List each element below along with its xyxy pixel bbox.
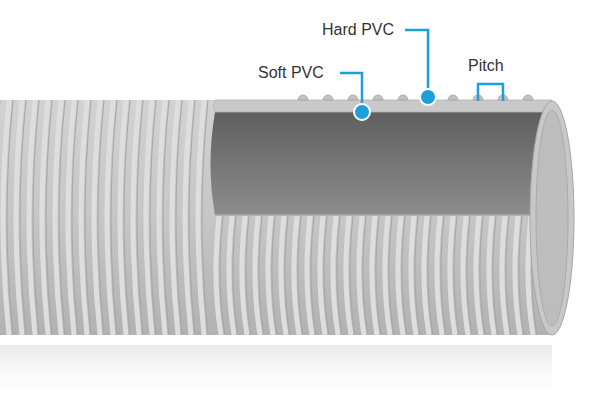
rib-shadow	[189, 100, 195, 335]
rib-shadow	[272, 216, 277, 335]
rib-shadow	[202, 100, 208, 335]
rib	[16, 100, 22, 335]
rib	[55, 100, 61, 335]
part-label: Pitch	[468, 56, 504, 76]
rib-section	[348, 95, 358, 100]
leader-line	[405, 30, 428, 90]
hose-body	[0, 100, 552, 335]
rib-shadow	[285, 216, 290, 335]
hose-reflection	[0, 345, 552, 405]
rib-shadow	[176, 100, 182, 335]
part-label: Hard PVC	[322, 20, 394, 40]
hose-end-face	[536, 110, 568, 326]
rib	[3, 100, 9, 335]
rib-sections	[298, 95, 533, 100]
rib	[159, 100, 165, 335]
rib-section	[298, 95, 308, 100]
hose-end-rim	[530, 101, 574, 335]
rib	[172, 100, 178, 335]
part-label: Soft PVC	[258, 63, 324, 83]
rib-section	[448, 95, 458, 100]
rib	[185, 100, 191, 335]
rib-shadow	[33, 100, 39, 335]
rib-shadow	[480, 216, 485, 335]
rib-shadow	[59, 100, 65, 335]
cut-edge	[215, 214, 552, 216]
rib	[42, 100, 48, 335]
rib-shadow	[389, 216, 394, 335]
rib-shadow	[124, 100, 130, 335]
rib	[107, 100, 113, 335]
rib	[120, 100, 126, 335]
leader-lines	[340, 30, 503, 104]
rib-shadow	[402, 216, 407, 335]
rib-shadow	[259, 216, 264, 335]
marker-dot	[354, 104, 370, 120]
rib-shadow	[441, 216, 446, 335]
rib-shadow	[111, 100, 117, 335]
rib-shadow	[415, 216, 420, 335]
rib-shadow	[493, 216, 498, 335]
rib	[81, 100, 87, 335]
leader-line	[340, 73, 362, 104]
rib-shadow	[363, 216, 368, 335]
rib-shadow	[150, 100, 156, 335]
rib-shadow	[163, 100, 169, 335]
lower-ribs	[216, 216, 537, 335]
rib-shadow	[246, 216, 251, 335]
rib-shadow	[72, 100, 78, 335]
rib	[68, 100, 74, 335]
rib-shadow	[454, 216, 459, 335]
rib-shadow	[137, 100, 143, 335]
rib-shadow	[350, 216, 355, 335]
rib-shadow	[98, 100, 104, 335]
rib-shadow	[20, 100, 26, 335]
pitch-bracket	[478, 84, 503, 101]
rib-shadow	[298, 216, 303, 335]
rib	[146, 100, 152, 335]
rib-shadow	[428, 216, 433, 335]
rib	[94, 100, 100, 335]
rib-shadow	[324, 216, 329, 335]
rib-shadow	[467, 216, 472, 335]
rib-section	[523, 95, 533, 100]
rib-shadow	[85, 100, 91, 335]
rib-shadow	[337, 216, 342, 335]
rib-shadow	[519, 216, 524, 335]
outer-ribs	[0, 100, 208, 335]
rib-shadow	[46, 100, 52, 335]
rib-section	[398, 95, 408, 100]
rib	[29, 100, 35, 335]
rib-section	[323, 95, 333, 100]
cut-wall	[214, 100, 553, 112]
rib-shadow	[376, 216, 381, 335]
rib-shadow	[233, 216, 238, 335]
rib-shadow	[220, 216, 225, 335]
rib	[198, 100, 204, 335]
rib	[133, 100, 139, 335]
marker-dot	[420, 89, 436, 105]
rib-shadow	[506, 216, 511, 335]
rib-section	[373, 95, 383, 100]
hose-interior	[211, 112, 553, 215]
rib-shadow	[7, 100, 13, 335]
rib-shadow	[311, 216, 316, 335]
